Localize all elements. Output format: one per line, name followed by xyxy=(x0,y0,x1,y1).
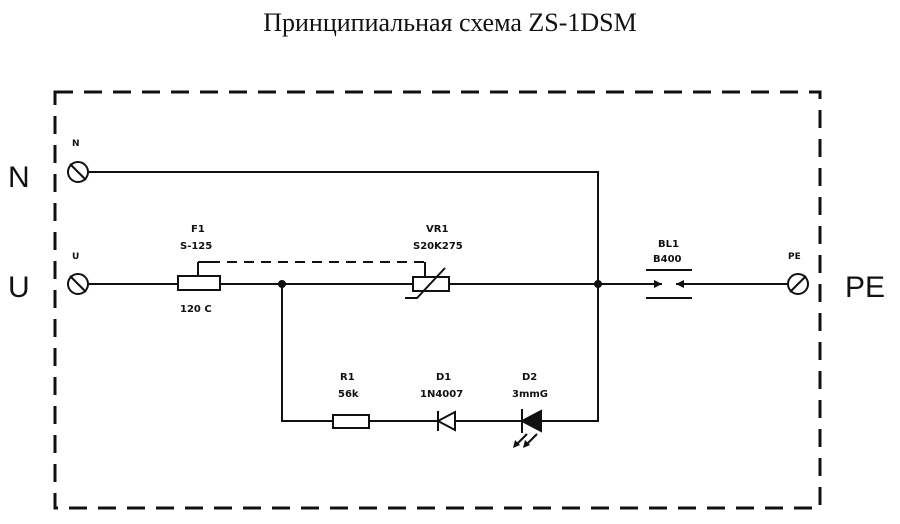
diode-d1 xyxy=(435,410,456,432)
d2-value-label: 3mmG xyxy=(512,389,548,400)
wire-lower-left xyxy=(281,284,333,422)
terminal-u-small-label: U xyxy=(72,252,79,262)
f1-ref-label: F1 xyxy=(191,224,205,235)
terminal-u-label: U xyxy=(8,271,30,304)
r1-value-label: 56k xyxy=(338,389,359,400)
d1-ref-label: D1 xyxy=(436,372,451,383)
terminal-pe-small-label: PE xyxy=(788,252,801,262)
resistor-r1 xyxy=(332,414,370,429)
bl1-ref-label: BL1 xyxy=(658,239,679,250)
f1-value-label: S-125 xyxy=(180,241,212,252)
terminal-n-label: N xyxy=(8,161,30,194)
bl1-value-label: B400 xyxy=(653,254,682,265)
led-d2 xyxy=(513,409,542,448)
terminal-n-screw xyxy=(67,161,89,183)
gas-arrester-bl1 xyxy=(646,269,692,299)
terminal-pe-screw xyxy=(787,273,809,295)
d2-ref-label: D2 xyxy=(522,372,537,383)
wire-n xyxy=(88,171,599,284)
f1-note-label: 120 C xyxy=(180,304,212,315)
terminal-n-small-label: N xyxy=(72,139,80,149)
diagram-title: Принципиальная схема ZS-1DSM xyxy=(263,8,637,37)
enclosure-border xyxy=(53,90,822,510)
vr1-value-label: S20K275 xyxy=(413,241,463,252)
fuse-f1 xyxy=(177,261,221,291)
d1-value-label: 1N4007 xyxy=(420,389,463,400)
vr1-ref-label: VR1 xyxy=(426,224,448,235)
r1-ref-label: R1 xyxy=(340,372,355,383)
terminal-u-screw xyxy=(67,273,89,295)
terminal-pe-label: PE xyxy=(845,271,885,304)
wire-lower-right xyxy=(541,284,599,422)
